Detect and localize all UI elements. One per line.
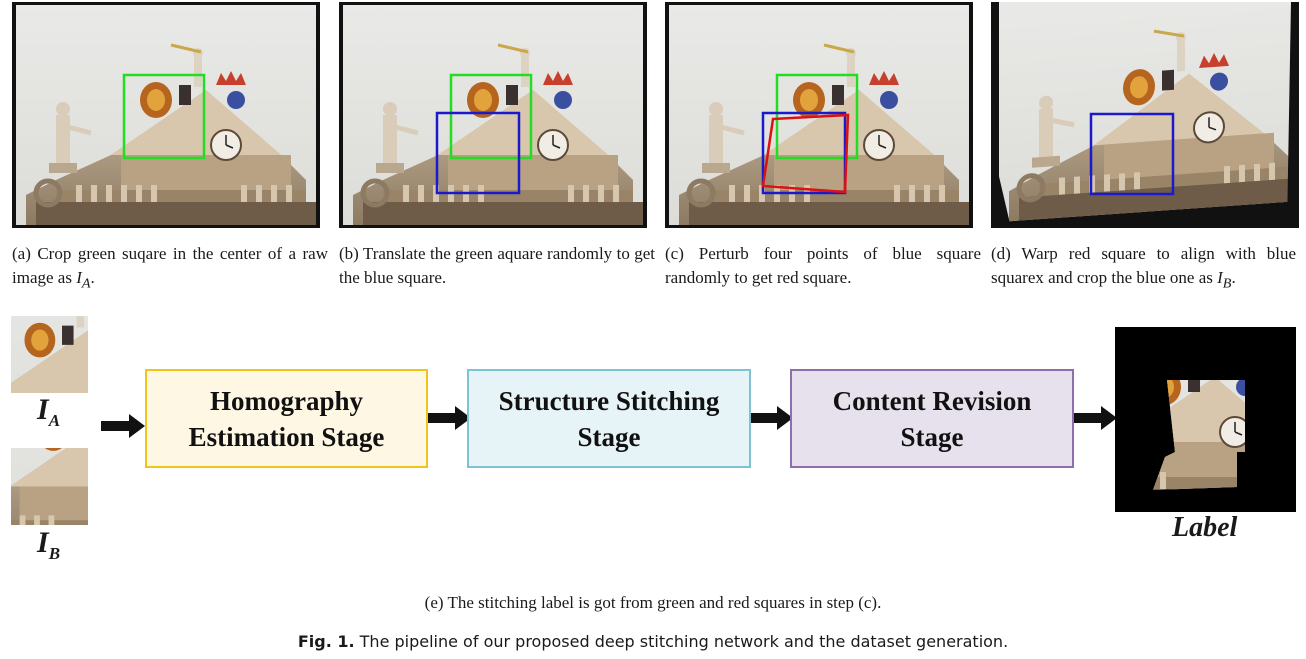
stage-structure-stitching: Structure Stitching Stage [467,369,751,468]
stage-2-line2: Stage [577,421,641,452]
figure-caption-prefix: Fig. 1. [297,632,355,651]
photo-panel-b [339,2,647,228]
building-photo-b [339,2,647,228]
blue-square [1089,112,1175,196]
input-a-sub: A [48,411,61,430]
output-label-image [1115,327,1296,512]
caption-d-text: (d) Warp red square to align with blue s… [991,244,1296,287]
caption-d: (d) Warp red square to align with blue s… [991,242,1296,295]
blue-square [761,111,847,195]
arrow-right-icon [749,406,793,430]
caption-e: (e) The stitching label is got from gree… [424,593,882,612]
caption-a-sub: A [81,275,91,292]
green-square [775,73,859,160]
caption-b: (b) Translate the green aquare randomly … [339,242,655,290]
green-square [122,73,206,160]
photo-panel-d [991,2,1299,228]
green-square [449,73,533,160]
photo-panel-a [12,2,320,228]
stage-1-line2: Estimation Stage [188,421,385,452]
stage-3-line2: Stage [900,421,964,452]
building-photo-a [12,2,320,228]
caption-d-end: . [1231,268,1236,287]
arrow-right-icon [427,406,471,430]
stage-1-line1: Homography [209,385,363,416]
output-label-text: Label [1172,512,1238,543]
blue-square [435,111,521,195]
photo-panel-c [665,2,973,228]
input-b-var: I [37,526,49,559]
caption-a-text: (a) Crop green suqare in the center of a… [12,244,328,287]
arrow-right-icon [1073,406,1117,430]
caption-a-var: I [76,268,82,287]
caption-d-sub: B [1222,275,1232,292]
stage-homography-estimation: Homography Estimation Stage [145,369,428,468]
figure-caption: Fig. 1. The pipeline of our proposed dee… [0,632,1306,651]
stage-content-revision: Content Revision Stage [790,369,1074,468]
input-b-sub: B [48,544,61,563]
caption-b-text: (b) Translate the green aquare randomly … [339,244,655,287]
building-photo-c [665,2,973,228]
input-b-thumbnail [11,448,88,525]
caption-c-text: (c) Perturb four points of blue square r… [665,244,981,287]
caption-d-var: I [1217,268,1223,287]
caption-a-end: . [90,268,95,287]
input-a-label: IA [37,393,60,431]
input-b-label: IB [37,526,60,564]
input-a-var: I [37,393,49,426]
stage-3-line1: Content Revision [832,385,1032,416]
input-a-thumbnail [11,316,88,393]
figure-caption-text: The pipeline of our proposed deep stitch… [354,632,1009,651]
caption-a: (a) Crop green suqare in the center of a… [12,242,328,295]
arrow-right-icon [101,414,145,438]
stage-2-line1: Structure Stitching [498,385,720,416]
red-square [761,113,850,194]
caption-c: (c) Perturb four points of blue square r… [665,242,981,290]
building-photo-d [991,2,1299,228]
